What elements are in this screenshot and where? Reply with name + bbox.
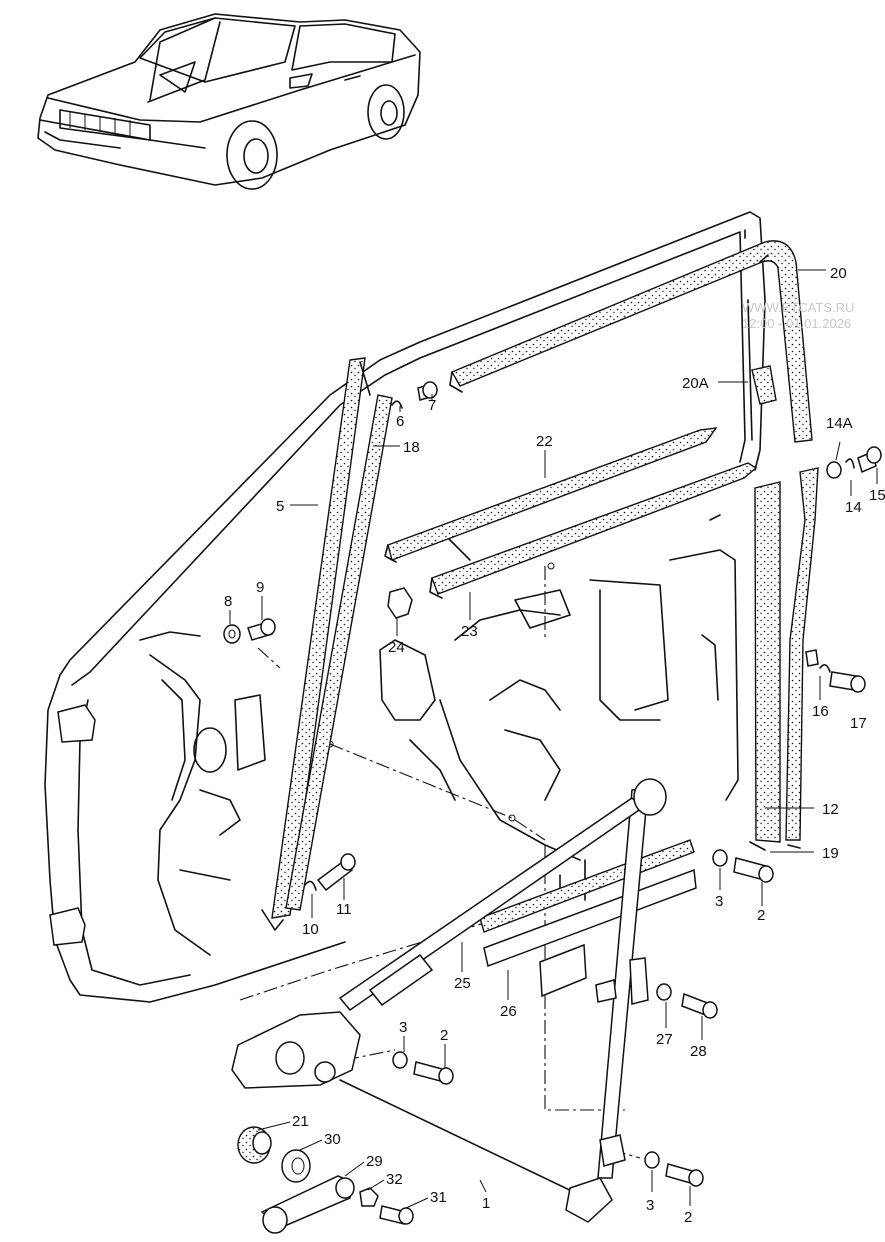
callout-16: 16: [812, 703, 829, 720]
regulator-bracket-small: [595, 979, 617, 1003]
hardware: [223, 381, 882, 1234]
callout-9: 9: [256, 579, 264, 596]
frame-seal-20: [450, 240, 813, 443]
callout-24: 24: [388, 639, 405, 656]
callout-18: 18: [403, 439, 420, 456]
watermark-line-2: 12:00 - 01.01.2026: [742, 316, 851, 331]
callout-32: 32: [386, 1171, 403, 1188]
callout-23: 23: [461, 623, 478, 640]
callout-25: 25: [454, 975, 471, 992]
regulator-bracket-mid: [599, 1134, 626, 1167]
door-shell: [44, 211, 766, 1003]
regulator-cable-1: [339, 1079, 581, 1196]
front-channel-18: [285, 394, 393, 911]
regulator-pivot: [633, 778, 667, 816]
drive-hub: [314, 1061, 336, 1083]
callout-6: 6: [396, 413, 404, 430]
rear-channel-12: [754, 481, 781, 843]
regulator-arm-tube: [368, 953, 434, 1007]
callout-22: 22: [536, 433, 553, 450]
callout-17: 17: [850, 715, 867, 732]
callout-5: 5: [276, 498, 284, 515]
callout-8: 8: [224, 593, 232, 610]
callout-14: 14: [845, 499, 862, 516]
callout-12: 12: [822, 801, 839, 818]
callout-26: 26: [500, 1003, 517, 1020]
callout-14a: 14A: [826, 415, 853, 432]
rear-channel-rail: [749, 841, 801, 851]
callout-3-lower: 3: [646, 1197, 654, 1214]
callout-20: 20: [830, 265, 847, 282]
callout-15: 15: [869, 487, 885, 504]
front-channel-5: [271, 357, 366, 919]
inner-waist-seal-23: [431, 462, 758, 595]
callout-11: 11: [336, 901, 352, 918]
callout-28: 28: [690, 1043, 707, 1060]
callout-19: 19: [822, 845, 839, 862]
callout-2-upper: 2: [757, 907, 765, 924]
callout-30: 30: [324, 1131, 341, 1148]
frame-seal-20-inner: [449, 254, 769, 393]
callout-2-middle: 2: [440, 1027, 448, 1044]
callout-10: 10: [302, 921, 319, 938]
callout-27: 27: [656, 1031, 673, 1048]
drive-spindle: [275, 1041, 305, 1075]
clip-24: [387, 587, 413, 619]
callout-31: 31: [430, 1189, 447, 1206]
seal-22-edge: [384, 544, 397, 563]
callout-3-middle: 3: [399, 1019, 407, 1036]
callout-20a: 20A: [682, 375, 709, 392]
rear-channel-19: [785, 467, 819, 841]
regulator-arm-cross: [338, 797, 644, 1012]
callout-21: 21: [292, 1113, 309, 1130]
car-illustration: [37, 13, 421, 190]
callout-3-upper: 3: [715, 893, 723, 910]
lift-plate: [539, 943, 587, 998]
callout-1: 1: [482, 1195, 490, 1212]
callout-7: 7: [428, 397, 436, 414]
outer-waist-seal-22: [387, 427, 718, 561]
seal-23-edge: [429, 577, 443, 599]
leader-lines: [229, 269, 878, 1209]
regulator-bracket-side: [629, 957, 649, 1005]
callout-29: 29: [366, 1153, 383, 1170]
trim-piece-20a: [751, 365, 777, 405]
callout-2-lower: 2: [684, 1209, 692, 1226]
regulator-bracket-bottom: [565, 1177, 613, 1223]
front-channel-rail: [261, 361, 371, 931]
watermark-line-1: WWW.ETCATS.RU: [742, 300, 854, 315]
